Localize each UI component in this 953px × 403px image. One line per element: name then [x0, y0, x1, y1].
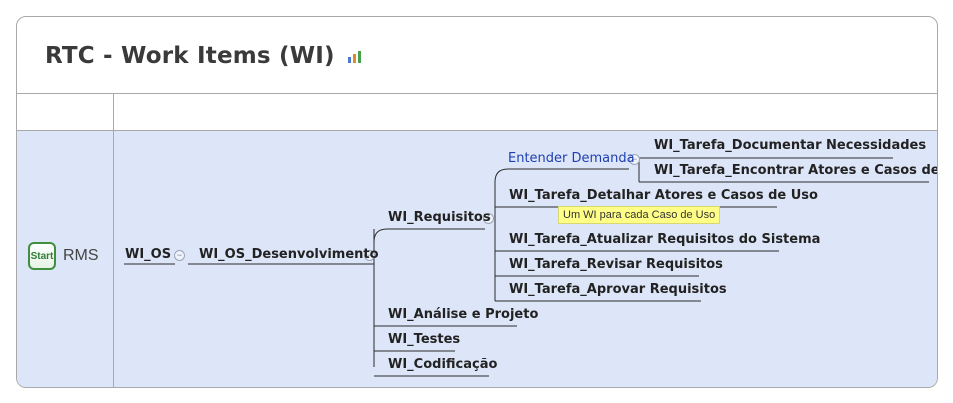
page-title: RTC - Work Items (WI) [45, 43, 363, 69]
chart-icon[interactable] [347, 50, 363, 64]
collapse-toggle-wi-requisitos[interactable]: − [483, 213, 494, 224]
collapse-toggle-wi-os-desenvolvimento[interactable]: − [364, 250, 375, 261]
topic-revisar-requisitos[interactable]: WI_Tarefa_Revisar Requisitos [509, 257, 723, 272]
note-callout[interactable]: Um WI para cada Caso de Uso [558, 206, 721, 224]
column-divider [113, 94, 114, 387]
topic-codificacao[interactable]: WI_Codificação [388, 357, 498, 372]
topic-wi-os[interactable]: WI_OS [125, 247, 172, 262]
topic-documentar-necessidades[interactable]: WI_Tarefa_Documentar Necessidades [654, 138, 927, 153]
start-label: Start [30, 250, 54, 262]
topic-atualizar-requisitos[interactable]: WI_Tarefa_Atualizar Requisitos do Sistem… [509, 232, 821, 247]
collapse-toggle-wi-os[interactable]: − [174, 250, 185, 261]
mindmap-frame: RTC - Work Items (WI) Start RMS [16, 16, 938, 388]
topic-testes[interactable]: WI_Testes [388, 332, 461, 347]
row-divider [17, 130, 937, 131]
topic-analise-projeto[interactable]: WI_Análise e Projeto [388, 307, 539, 322]
topic-aprovar-requisitos[interactable]: WI_Tarefa_Aprovar Requisitos [509, 282, 727, 297]
start-icon[interactable]: Start [28, 242, 56, 270]
topic-wi-os-desenvolvimento[interactable]: WI_OS_Desenvolvimento [199, 247, 379, 262]
title-text: RTC - Work Items (WI) [45, 43, 335, 69]
collapse-toggle-entender-demanda[interactable]: − [629, 154, 640, 165]
topic-wi-requisitos[interactable]: WI_Requisitos [388, 210, 491, 225]
topic-entender-demanda[interactable]: Entender Demanda [508, 151, 635, 166]
map-canvas [17, 131, 937, 387]
topic-encontrar-atores[interactable]: WI_Tarefa_Encontrar Atores e Casos de Us… [654, 163, 938, 178]
root-topic-rms[interactable]: RMS [63, 247, 99, 264]
topic-detalhar-atores[interactable]: WI_Tarefa_Detalhar Atores e Casos de Uso [509, 188, 818, 203]
header-divider [17, 93, 937, 94]
